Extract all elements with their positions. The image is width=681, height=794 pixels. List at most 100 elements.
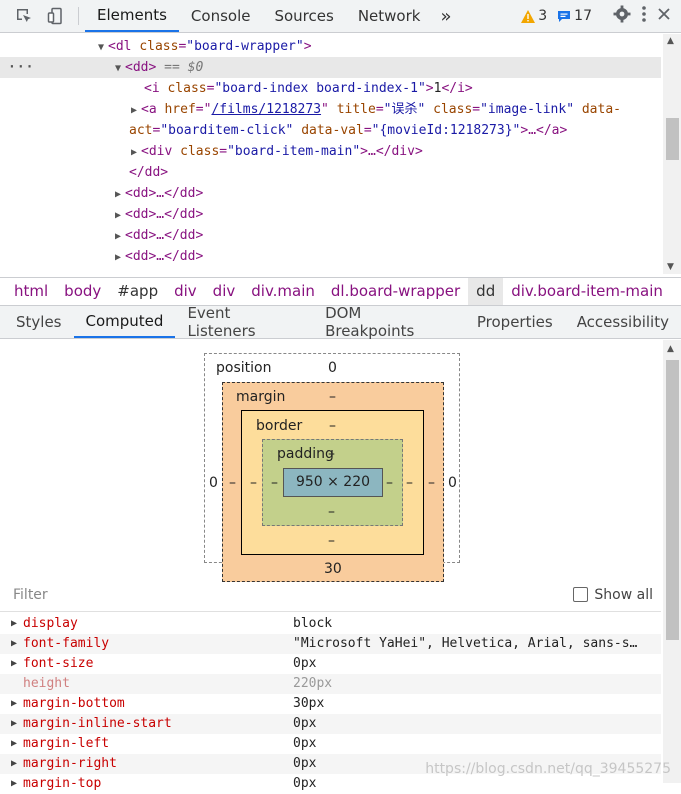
expand-triangle-icon[interactable]: ▶ xyxy=(11,738,18,749)
position-right-value[interactable]: 0 xyxy=(448,475,457,491)
expand-triangle-icon[interactable]: ▶ xyxy=(11,638,18,649)
breadcrumb: html body #app div div div.main dl.board… xyxy=(0,277,681,306)
breadcrumb-body[interactable]: body xyxy=(64,282,102,300)
kebab-menu-icon[interactable] xyxy=(641,5,647,27)
margin-top-value[interactable]: – xyxy=(329,389,336,405)
expand-triangle-icon[interactable]: ▶ xyxy=(11,658,18,669)
dom-node-a[interactable]: ▶<a href="/films/1218273" title="误杀" cla… xyxy=(0,99,661,120)
tab-network[interactable]: Network xyxy=(357,7,421,25)
position-top-value[interactable]: 0 xyxy=(328,360,337,376)
breadcrumb-div-board-item-main[interactable]: div.board-item-main xyxy=(511,282,663,300)
breadcrumb-app[interactable]: #app xyxy=(117,282,159,300)
messages-badge[interactable]: 17 xyxy=(557,8,592,24)
breadcrumb-dl-board-wrapper[interactable]: dl.board-wrapper xyxy=(330,282,461,300)
padding-left-value[interactable]: – xyxy=(271,475,278,491)
breadcrumb-div-main[interactable]: div.main xyxy=(251,282,315,300)
breadcrumb-html[interactable]: html xyxy=(14,282,49,300)
dom-node-dd-selected[interactable]: ··· ▼<dd> == $0 xyxy=(0,57,661,78)
dom-node-dl[interactable]: ▼<dl class="board-wrapper"> xyxy=(0,36,661,57)
tab-console[interactable]: Console xyxy=(190,7,251,25)
warnings-badge[interactable]: 3 xyxy=(521,8,547,24)
toolbar-divider xyxy=(78,7,79,25)
warnings-count: 3 xyxy=(538,8,548,24)
border-top-value[interactable]: – xyxy=(329,418,336,434)
expand-triangle-icon[interactable]: ▶ xyxy=(11,718,18,729)
panel-scrollbar[interactable]: ▲ xyxy=(663,340,681,783)
breadcrumb-div[interactable]: div xyxy=(174,282,197,300)
settings-gear-icon[interactable] xyxy=(613,5,631,27)
margin-label: margin xyxy=(236,389,286,405)
dom-scrollbar[interactable]: ▲ ▼ xyxy=(663,34,681,274)
margin-right-value[interactable]: – xyxy=(428,475,435,491)
collapsed-triangle-icon[interactable]: ▶ xyxy=(131,147,138,158)
inspect-element-icon[interactable] xyxy=(8,0,40,32)
scroll-up-icon[interactable]: ▲ xyxy=(667,36,674,46)
breadcrumb-dd[interactable]: dd xyxy=(468,278,504,305)
tab-properties[interactable]: Properties xyxy=(476,313,553,331)
collapsed-triangle-icon[interactable]: ▶ xyxy=(131,105,138,116)
padding-bottom-value[interactable]: – xyxy=(328,504,335,520)
expand-triangle-icon[interactable]: ▶ xyxy=(11,698,18,709)
box-model-diagram: 950 × 220 position 0 margin – border – p… xyxy=(0,340,661,582)
border-label: border xyxy=(256,418,303,434)
tab-computed[interactable]: Computed xyxy=(73,306,176,338)
expanded-triangle-icon[interactable]: ▼ xyxy=(98,42,105,53)
dom-node-dd-close[interactable]: </dd> xyxy=(129,165,169,180)
tab-elements[interactable]: Elements xyxy=(85,0,179,32)
href-link[interactable]: /films/1218273 xyxy=(211,102,322,117)
more-actions-icon[interactable]: ··· xyxy=(8,60,35,75)
position-left-value[interactable]: 0 xyxy=(209,475,218,491)
collapsed-triangle-icon[interactable]: ▶ xyxy=(115,189,122,200)
border-bottom-value[interactable]: – xyxy=(328,533,335,549)
padding-right-value[interactable]: – xyxy=(386,475,393,491)
margin-bottom-value[interactable]: 30 xyxy=(324,561,342,577)
warning-icon xyxy=(521,9,536,23)
collapsed-triangle-icon[interactable]: ▶ xyxy=(115,231,122,242)
expand-triangle-icon[interactable]: ▶ xyxy=(11,758,18,769)
tab-accessibility[interactable]: Accessibility xyxy=(576,313,669,331)
show-all-checkbox[interactable] xyxy=(573,587,589,602)
tab-sources[interactable]: Sources xyxy=(274,7,334,25)
more-tabs-button[interactable]: » xyxy=(440,5,452,27)
device-toolbar-icon[interactable] xyxy=(40,0,72,32)
tab-dom-breakpoints[interactable]: DOM Breakpoints xyxy=(325,304,415,340)
dom-node-dd-collapsed[interactable]: ▶<dd>…</dd> xyxy=(0,204,661,225)
breadcrumb-div[interactable]: div xyxy=(212,282,236,300)
expanded-triangle-icon[interactable]: ▼ xyxy=(115,63,122,74)
dom-node-dd-collapsed[interactable]: ▶<dd>…</dd> xyxy=(0,225,661,246)
dom-node-a-continued[interactable]: act="boarditem-click" data-val="{movieId… xyxy=(129,123,568,138)
filter-input[interactable]: Filter xyxy=(13,586,48,603)
border-left-value[interactable]: – xyxy=(250,475,257,491)
dom-node-div[interactable]: ▶<div class="board-item-main">…</div> xyxy=(0,141,661,162)
border-right-value[interactable]: – xyxy=(406,475,413,491)
dom-node-dd-collapsed[interactable]: ▶<dd>…</dd> xyxy=(0,183,661,204)
scroll-down-icon[interactable]: ▼ xyxy=(667,262,674,272)
tab-event-listeners[interactable]: Event Listeners xyxy=(187,304,256,340)
padding-top-value[interactable]: – xyxy=(328,446,335,462)
dom-node-i[interactable]: <i class="board-index board-index-1">1</… xyxy=(144,81,473,96)
panel-scrollbar-thumb[interactable] xyxy=(666,360,679,640)
computed-property-row[interactable]: ▶font-family"Microsoft YaHei", Helvetica… xyxy=(0,634,661,654)
collapsed-triangle-icon[interactable]: ▶ xyxy=(115,252,122,263)
close-icon[interactable] xyxy=(657,7,671,25)
content-box[interactable]: 950 × 220 xyxy=(283,468,383,497)
scroll-up-icon[interactable]: ▲ xyxy=(667,344,674,354)
dom-node-dd-collapsed[interactable]: ▶<dd>…</dd> xyxy=(0,246,661,267)
dom-tree: ▼<dl class="board-wrapper"> ··· ▼<dd> ==… xyxy=(0,34,661,274)
margin-left-value[interactable]: – xyxy=(229,475,236,491)
collapsed-triangle-icon[interactable]: ▶ xyxy=(115,210,122,221)
expand-triangle-icon[interactable]: ▶ xyxy=(11,618,18,629)
message-icon xyxy=(558,10,571,22)
expand-triangle-icon[interactable]: ▶ xyxy=(11,778,18,789)
dom-scrollbar-thumb[interactable] xyxy=(666,118,679,160)
tab-styles[interactable]: Styles xyxy=(16,313,62,331)
show-all-toggle[interactable]: Show all xyxy=(573,587,661,603)
